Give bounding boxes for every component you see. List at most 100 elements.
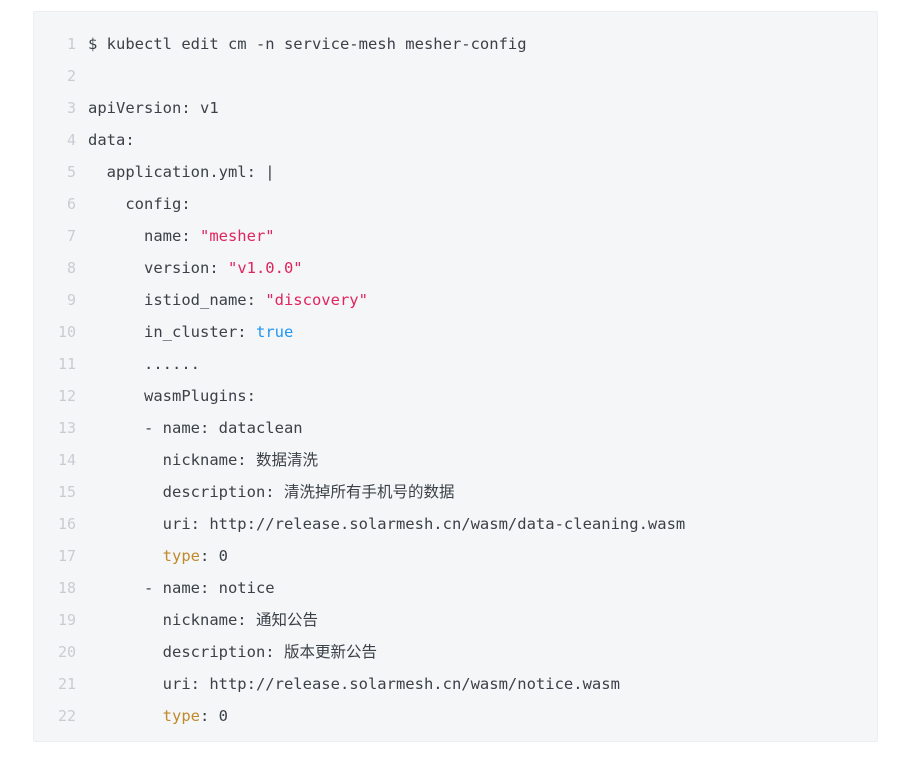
code-lines-container[interactable]: 1 $ kubectl edit cm -n service-mesh meshe…	[34, 12, 877, 741]
line-number: 14	[57, 451, 76, 469]
line-number: 13	[57, 419, 76, 437]
code-token-cjk: 版本更新公告	[283, 643, 377, 661]
code-token-plain: in_cluster:	[88, 323, 256, 341]
line-number: 11	[57, 355, 76, 373]
code-token-plain: config:	[88, 195, 191, 213]
line-number: 18	[57, 579, 76, 597]
code-line[interactable]: 14 nickname: 数据清洗	[34, 444, 877, 476]
code-token-plain	[88, 547, 163, 565]
code-line-text: application.yml: |	[76, 156, 275, 188]
code-line[interactable]: 2	[34, 60, 877, 92]
code-line-text: uri: http://release.solarmesh.cn/wasm/da…	[76, 508, 686, 540]
code-line[interactable]: 7 name: "mesher"	[34, 220, 877, 252]
line-number: 20	[57, 643, 76, 661]
code-token-str: "mesher"	[199, 227, 275, 245]
code-line-text: apiVersion: v1	[76, 92, 219, 124]
line-number: 6	[66, 195, 76, 213]
code-token-plain: - name: dataclean	[88, 419, 303, 437]
code-line[interactable]: 5 application.yml: |	[34, 156, 877, 188]
code-line-text: description: 清洗掉所有手机号的数据	[76, 476, 455, 508]
code-token-cjk: 通知公告	[255, 611, 318, 629]
code-line-text: ......	[76, 348, 200, 380]
code-token-cjk: 清洗掉所有手机号的数据	[283, 483, 455, 501]
code-token-plain: description:	[88, 483, 284, 501]
code-token-plain: istiod_name:	[88, 291, 266, 309]
code-line[interactable]: 4 data:	[34, 124, 877, 156]
code-line[interactable]: 1 $ kubectl edit cm -n service-mesh meshe…	[34, 28, 877, 60]
code-token-bool: true	[255, 323, 294, 341]
code-line-text: - name: dataclean	[76, 412, 303, 444]
code-token-plain: : 0	[199, 707, 228, 725]
code-line-text: nickname: 数据清洗	[76, 444, 318, 476]
code-line[interactable]: 19 nickname: 通知公告	[34, 604, 877, 636]
code-token-plain: - name: notice	[88, 579, 275, 597]
line-number: 21	[57, 675, 76, 693]
code-line-text: wasmPlugins:	[76, 380, 256, 412]
code-block[interactable]: 1 $ kubectl edit cm -n service-mesh meshe…	[33, 11, 878, 742]
code-token-key: type	[162, 707, 200, 725]
code-line[interactable]: 20 description: 版本更新公告	[34, 636, 877, 668]
code-line[interactable]: 22 type: 0	[34, 700, 877, 732]
code-token-str: "discovery"	[265, 291, 368, 309]
line-number: 5	[66, 163, 76, 181]
line-number: 22	[57, 707, 76, 725]
line-number: 16	[57, 515, 76, 533]
code-line[interactable]: 13 - name: dataclean	[34, 412, 877, 444]
code-line-text: type: 0	[76, 700, 228, 732]
code-line[interactable]: 10 in_cluster: true	[34, 316, 877, 348]
code-token-plain: data:	[88, 131, 135, 149]
code-line-text: version: "v1.0.0"	[76, 252, 303, 284]
code-token-key: type	[162, 547, 200, 565]
code-line-text: description: 版本更新公告	[76, 636, 377, 668]
code-line-text: type: 0	[76, 540, 228, 572]
code-token-plain: : 0	[199, 547, 228, 565]
code-token-str: "v1.0.0"	[227, 259, 303, 277]
code-token-plain: ......	[88, 355, 200, 373]
code-line-text: data:	[76, 124, 135, 156]
code-token-plain: description:	[88, 643, 284, 661]
code-line[interactable]: 15 description: 清洗掉所有手机号的数据	[34, 476, 877, 508]
code-line[interactable]: 18 - name: notice	[34, 572, 877, 604]
code-line[interactable]: 11 ......	[34, 348, 877, 380]
line-number: 9	[66, 291, 76, 309]
code-line[interactable]: 9 istiod_name: "discovery"	[34, 284, 877, 316]
code-line-text: in_cluster: true	[76, 316, 293, 348]
line-number: 7	[66, 227, 76, 245]
line-number: 19	[57, 611, 76, 629]
code-token-plain: application.yml: |	[88, 163, 275, 181]
line-number: 10	[57, 323, 76, 341]
line-number: 1	[66, 35, 76, 53]
code-line-text: istiod_name: "discovery"	[76, 284, 368, 316]
code-line[interactable]: 16 uri: http://release.solarmesh.cn/wasm…	[34, 508, 877, 540]
code-line[interactable]: 21 uri: http://release.solarmesh.cn/wasm…	[34, 668, 877, 700]
code-token-plain: nickname:	[88, 451, 256, 469]
code-line-text: nickname: 通知公告	[76, 604, 318, 636]
code-token-plain: nickname:	[88, 611, 256, 629]
code-line-text: config:	[76, 188, 191, 220]
code-token-plain: apiVersion: v1	[88, 99, 219, 117]
code-token-plain: name:	[88, 227, 200, 245]
code-token-cjk: 数据清洗	[255, 451, 318, 469]
code-token-plain: wasmPlugins:	[88, 387, 256, 405]
code-line-text: name: "mesher"	[76, 220, 275, 252]
code-line[interactable]: 12 wasmPlugins:	[34, 380, 877, 412]
line-number: 2	[66, 67, 76, 85]
code-token-plain	[88, 707, 163, 725]
code-token-plain: version:	[88, 259, 228, 277]
line-number: 12	[57, 387, 76, 405]
line-number: 17	[57, 547, 76, 565]
code-line[interactable]: 3 apiVersion: v1	[34, 92, 877, 124]
code-token-plain: uri: http://release.solarmesh.cn/wasm/no…	[88, 675, 620, 693]
code-line[interactable]: 8 version: "v1.0.0"	[34, 252, 877, 284]
code-line-text: $ kubectl edit cm -n service-mesh mesher…	[76, 28, 527, 60]
code-line-text: uri: http://release.solarmesh.cn/wasm/no…	[76, 668, 620, 700]
line-number: 3	[66, 99, 76, 117]
line-number: 15	[57, 483, 76, 501]
code-line-text: - name: notice	[76, 572, 275, 604]
line-number: 4	[66, 131, 76, 149]
code-line[interactable]: 6 config:	[34, 188, 877, 220]
code-line[interactable]: 17 type: 0	[34, 540, 877, 572]
code-token-plain: $ kubectl edit cm -n service-mesh mesher…	[88, 35, 527, 53]
line-number: 8	[66, 259, 76, 277]
